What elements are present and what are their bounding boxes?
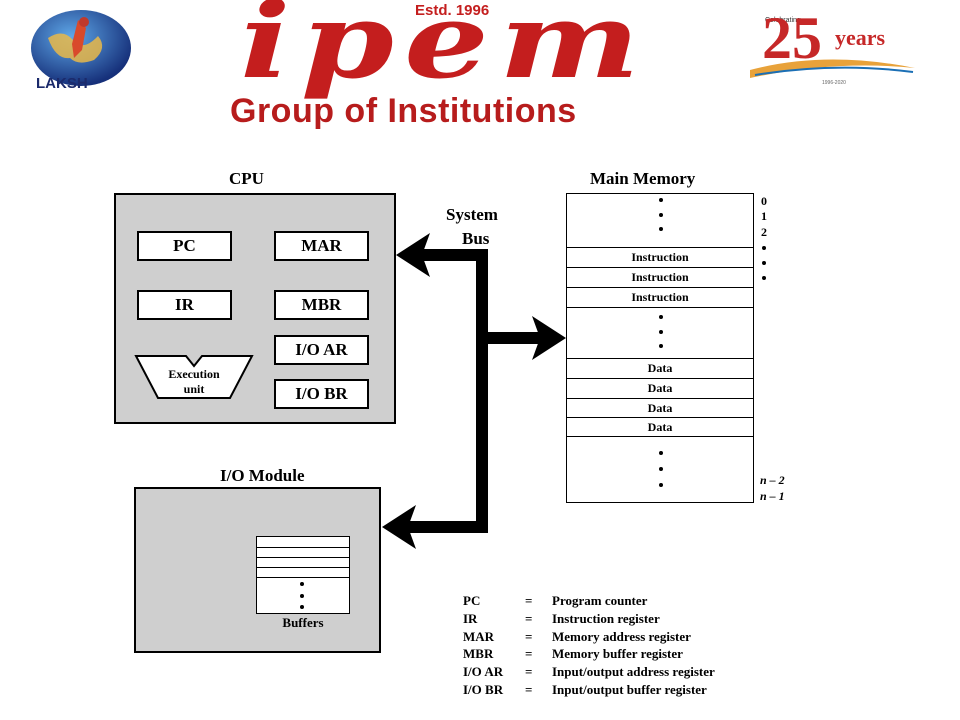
legend-row: PC = Program counter <box>463 592 715 610</box>
anniversary-number: 25 <box>762 5 822 71</box>
tagline: Group of Institutions <box>230 92 577 130</box>
ellipsis-dot <box>300 594 304 598</box>
legend-abbr: IR <box>463 610 478 626</box>
buffer-divider <box>257 557 349 558</box>
address-1: 1 <box>761 209 767 223</box>
ellipsis-dot <box>659 330 663 334</box>
anniversary-celebrating: Celebrating <box>765 17 801 24</box>
memory-cell-data: Data <box>567 398 753 417</box>
arrow-to-cpu-icon <box>396 233 430 277</box>
register-io-br: I/O BR <box>274 379 369 409</box>
legend-equals: = <box>525 628 533 644</box>
execution-unit-label-1: Execution <box>168 367 220 381</box>
buffers-label: Buffers <box>282 615 324 630</box>
brand-wordmark: ipem <box>240 0 651 102</box>
register-mar: MAR <box>274 231 369 261</box>
memory-cell-data: Data <box>567 378 753 398</box>
memory-cell-divider <box>567 436 753 437</box>
legend-abbr: PC <box>463 593 481 608</box>
memory-cell-instruction: Instruction <box>567 287 753 307</box>
ellipsis-dot <box>659 451 663 455</box>
estd-text: Estd. 1996 <box>415 2 490 19</box>
laksh-logo-text: LAKSH <box>36 75 88 92</box>
ellipsis-dot <box>659 198 663 202</box>
legend-row: I/O BR = Input/output buffer register <box>463 681 715 699</box>
main-memory-title: Main Memory <box>590 169 696 188</box>
anniversary-range: 1996-2020 <box>822 80 846 86</box>
legend-equals: = <box>525 646 533 662</box>
address-ellipsis-dot <box>762 261 766 265</box>
legend-abbr: MAR <box>463 628 495 644</box>
arrow-to-memory-icon <box>532 316 566 360</box>
legend-description: Input/output address register <box>552 664 715 680</box>
legend-description: Input/output buffer register <box>552 681 707 697</box>
system-bus-label-1: System <box>446 205 498 224</box>
address-ellipsis-dot <box>762 246 766 250</box>
legend-equals: = <box>525 593 533 608</box>
globe-icon <box>31 10 131 86</box>
legend-abbr: I/O BR <box>463 681 504 697</box>
legend-description: Program counter <box>552 593 648 608</box>
buffer-divider <box>257 547 349 548</box>
buffer-divider <box>257 567 349 568</box>
ellipsis-dot <box>659 344 663 348</box>
ellipsis-dot <box>300 582 304 586</box>
anniversary-logo <box>745 10 920 90</box>
ellipsis-dot <box>659 227 663 231</box>
ellipsis-dot <box>659 315 663 319</box>
main-memory-array: Instruction Instruction Instruction Data… <box>566 193 754 503</box>
address-n-minus-1: n – 1 <box>760 489 785 503</box>
legend-equals: = <box>525 610 533 626</box>
io-module-title: I/O Module <box>220 466 305 485</box>
legend-row: MBR = Memory buffer register <box>463 645 715 663</box>
arrow-to-io-icon <box>382 505 416 549</box>
execution-unit-label-2: unit <box>183 382 205 396</box>
memory-cell-divider <box>567 307 753 308</box>
legend-row: MAR = Memory address register <box>463 628 715 646</box>
legend-row: I/O AR = Input/output address register <box>463 663 715 681</box>
anniversary-years: years <box>835 25 886 50</box>
register-mbr: MBR <box>274 290 369 320</box>
memory-cell-instruction: Instruction <box>567 267 753 287</box>
memory-cell-data: Data <box>567 358 753 378</box>
register-io-ar: I/O AR <box>274 335 369 365</box>
execution-unit <box>134 354 254 400</box>
register-ir: IR <box>137 290 232 320</box>
address-ellipsis-dot <box>762 276 766 280</box>
address-2: 2 <box>761 225 767 239</box>
address-n-minus-2: n – 2 <box>760 473 785 487</box>
legend-description: Memory buffer register <box>552 646 683 662</box>
bus-vertical <box>476 249 488 533</box>
execution-unit-shape <box>134 355 254 399</box>
ellipsis-dot <box>659 213 663 217</box>
ellipsis-dot <box>659 483 663 487</box>
legend-description: Memory address register <box>552 628 691 644</box>
laksh-logo <box>28 8 134 98</box>
legend-abbr: MBR <box>463 646 494 662</box>
legend-description: Instruction register <box>552 610 660 626</box>
memory-cell-instruction: Instruction <box>567 247 753 267</box>
legend-equals: = <box>525 664 533 680</box>
legend-row: IR = Instruction register <box>463 610 715 628</box>
bus-to-cpu <box>410 249 488 261</box>
address-0: 0 <box>761 194 767 208</box>
ellipsis-dot <box>300 605 304 609</box>
legend-equals: = <box>525 681 533 697</box>
bus-to-memory <box>476 332 544 344</box>
register-pc: PC <box>137 231 232 261</box>
memory-cell-data: Data <box>567 417 753 436</box>
ellipsis-dot <box>659 467 663 471</box>
bus-to-io <box>400 521 488 533</box>
cpu-title: CPU <box>229 169 264 188</box>
buffers-array <box>256 536 350 614</box>
legend-abbr: I/O AR <box>463 664 504 680</box>
buffer-divider <box>257 577 349 578</box>
swoosh-icon <box>750 59 915 78</box>
system-bus-label-2: Bus <box>462 229 490 248</box>
